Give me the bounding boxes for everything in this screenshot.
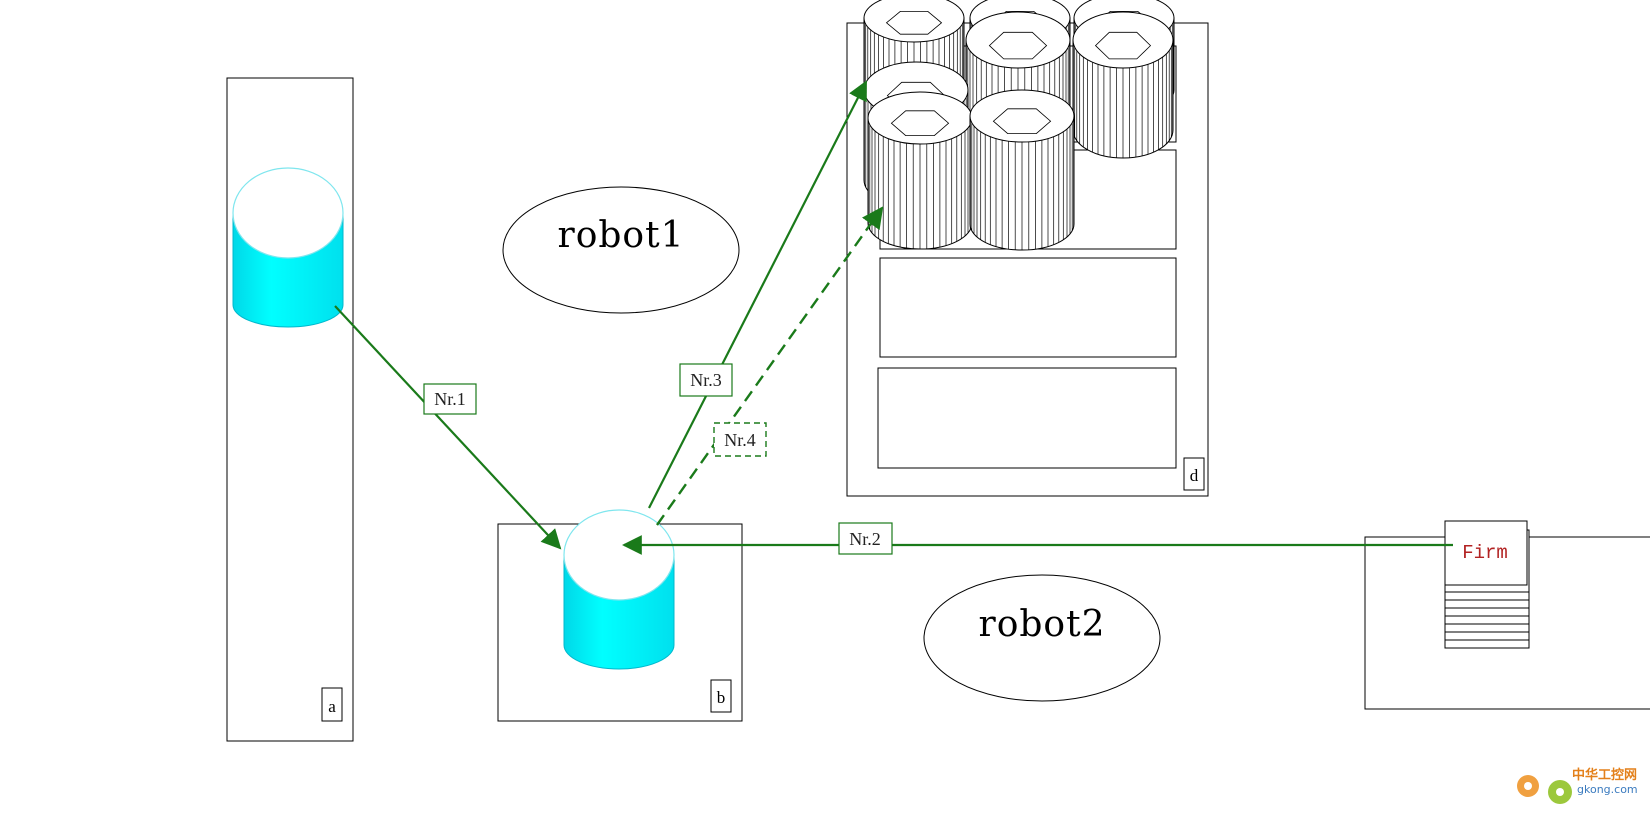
arrows: Nr.1 Nr.2 Nr.3 Nr.4 <box>334 80 1453 555</box>
gear-icon <box>1517 775 1572 804</box>
station-b: b <box>497 509 743 722</box>
firm-stack <box>1444 520 1530 649</box>
station-d: d <box>846 0 1209 497</box>
cylinder-b <box>563 509 675 670</box>
watermark: 中华工控网 gkong.com <box>1517 767 1638 804</box>
cylinder-a <box>232 167 344 328</box>
watermark-url: gkong.com <box>1577 783 1638 796</box>
arrow-nr4 <box>656 206 884 526</box>
shelf-3 <box>879 257 1177 358</box>
station-d-label: d <box>1190 466 1199 485</box>
arrow-nr1-tag: Nr.1 <box>423 383 477 415</box>
arrow-nr3 <box>648 80 867 509</box>
arrow-nr4-tag: Nr.4 <box>713 422 767 457</box>
robot2-label: robot2 <box>979 604 1106 645</box>
firm-label: Firm <box>1462 542 1508 564</box>
watermark-title: 中华工控网 <box>1572 767 1637 783</box>
firm-area: Firm <box>1364 520 1650 710</box>
svg-text:Nr.1: Nr.1 <box>434 389 466 409</box>
station-a: a <box>226 77 354 742</box>
shelf-4 <box>877 367 1177 469</box>
svg-text:Nr.2: Nr.2 <box>849 529 881 549</box>
station-b-label: b <box>717 688 726 707</box>
svg-text:Nr.3: Nr.3 <box>690 370 722 390</box>
arrow-nr1 <box>334 305 562 550</box>
wire-cylinder <box>969 89 1075 251</box>
wire-cylinder <box>867 91 973 250</box>
svg-text:Nr.4: Nr.4 <box>724 430 756 450</box>
arrow-nr2-tag: Nr.2 <box>838 522 893 555</box>
wire-cylinder <box>1072 11 1174 159</box>
robot1: robot1 <box>502 186 740 314</box>
arrow-nr3-tag: Nr.3 <box>679 363 733 397</box>
robot2: robot2 <box>923 574 1161 702</box>
station-a-label: a <box>328 697 336 716</box>
wireframe-cylinders <box>863 0 1175 251</box>
robot1-label: robot1 <box>558 215 685 256</box>
